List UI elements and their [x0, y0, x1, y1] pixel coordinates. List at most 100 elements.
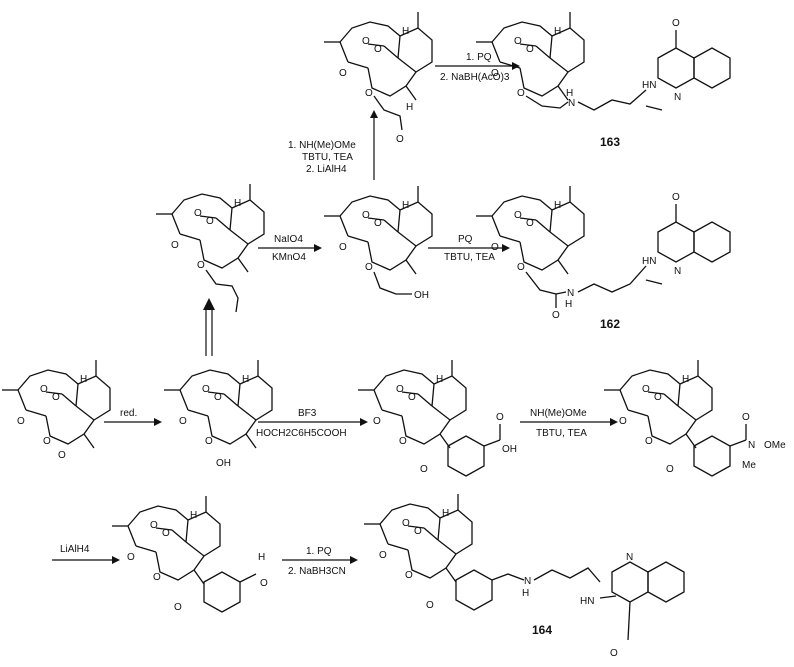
- svg-text:O: O: [174, 602, 182, 613]
- svg-text:O: O: [645, 436, 653, 447]
- svg-text:O: O: [526, 218, 534, 229]
- svg-text:O: O: [127, 552, 135, 563]
- compound-label-163: 163: [600, 135, 620, 149]
- svg-text:H: H: [190, 510, 197, 521]
- aryl-aldehyde: O O O O H O H O: [111, 495, 268, 613]
- svg-text:O: O: [396, 134, 404, 145]
- svg-text:O: O: [339, 68, 347, 79]
- svg-text:O: O: [491, 68, 499, 79]
- reagent-r2-line1: 1. NH(Me)OMe: [288, 140, 356, 151]
- svg-text:H: H: [565, 299, 572, 310]
- svg-text:N: N: [524, 576, 531, 587]
- svg-text:O: O: [619, 416, 627, 427]
- svg-text:H: H: [566, 88, 573, 99]
- svg-text:Me: Me: [742, 460, 756, 471]
- arrow-r6: BF3 HOCH2C6H5COOH: [256, 408, 368, 439]
- svg-text:O: O: [654, 392, 662, 403]
- svg-text:H: H: [554, 26, 561, 37]
- compound-164-structure: O O O O H O N H HN N O: [363, 493, 685, 659]
- svg-text:H: H: [80, 374, 87, 385]
- svg-text:HN: HN: [642, 80, 656, 91]
- svg-text:O: O: [373, 416, 381, 427]
- svg-text:H: H: [258, 552, 265, 563]
- svg-text:H: H: [242, 374, 249, 385]
- svg-text:O: O: [374, 218, 382, 229]
- svg-text:O: O: [672, 18, 680, 29]
- svg-text:O: O: [426, 600, 434, 611]
- svg-text:O: O: [405, 570, 413, 581]
- svg-text:O: O: [552, 310, 560, 321]
- svg-text:O: O: [214, 392, 222, 403]
- svg-text:N: N: [674, 92, 681, 103]
- svg-text:O: O: [194, 208, 202, 219]
- svg-text:OH: OH: [414, 290, 429, 301]
- svg-text:O: O: [491, 242, 499, 253]
- reagent-r2-line3: 2. LiAlH4: [306, 164, 347, 175]
- arrow-r9: 1. PQ 2. NaBH3CN: [282, 546, 358, 577]
- svg-text:H: H: [436, 374, 443, 385]
- svg-text:H: H: [234, 198, 241, 209]
- svg-text:O: O: [58, 450, 66, 461]
- svg-text:O: O: [642, 384, 650, 395]
- svg-text:O: O: [17, 416, 25, 427]
- svg-text:O: O: [365, 262, 373, 273]
- svg-text:N: N: [626, 552, 633, 563]
- arrow-r3: NaIO4 KMnO4: [258, 234, 322, 263]
- svg-text:O: O: [514, 210, 522, 221]
- svg-text:H: H: [522, 588, 529, 599]
- compound-label-164: 164: [532, 623, 552, 637]
- svg-text:O: O: [517, 262, 525, 273]
- svg-text:O: O: [496, 412, 504, 423]
- svg-text:O: O: [202, 384, 210, 395]
- reagent-r9-line2: 2. NaBH3CN: [288, 566, 346, 577]
- svg-text:H: H: [682, 374, 689, 385]
- svg-text:OH: OH: [216, 458, 231, 469]
- reagent-r5: red.: [120, 408, 137, 419]
- svg-text:O: O: [610, 648, 618, 659]
- compound-163-structure: O O O O H N H HN O N: [475, 11, 731, 111]
- svg-text:H: H: [406, 102, 413, 113]
- reagent-r4-line1: PQ: [458, 234, 473, 245]
- svg-text:O: O: [672, 192, 680, 203]
- svg-text:OMe: OMe: [764, 440, 786, 451]
- svg-text:O: O: [153, 572, 161, 583]
- svg-text:N: N: [674, 266, 681, 277]
- alcohol-intermediate: O O O O H OH: [323, 185, 433, 301]
- arrow-r2: 1. NH(Me)OMe TBTU, TEA 2. LiAlH4: [288, 110, 378, 180]
- svg-text:O: O: [365, 88, 373, 99]
- svg-text:O: O: [197, 260, 205, 271]
- svg-text:O: O: [362, 36, 370, 47]
- reagent-r1-line1: 1. PQ: [466, 52, 492, 63]
- reagent-r3-line1: NaIO4: [274, 234, 303, 245]
- reagent-r2-line2: TBTU, TEA: [302, 152, 353, 163]
- svg-text:O: O: [43, 436, 51, 447]
- svg-text:O: O: [742, 412, 750, 423]
- svg-text:O: O: [517, 88, 525, 99]
- svg-text:O: O: [526, 44, 534, 55]
- svg-text:O: O: [171, 240, 179, 251]
- svg-text:O: O: [339, 242, 347, 253]
- svg-text:O: O: [179, 416, 187, 427]
- svg-text:O: O: [52, 392, 60, 403]
- arrow-double-up: [203, 298, 215, 356]
- svg-text:O: O: [399, 436, 407, 447]
- svg-text:O: O: [666, 464, 674, 475]
- dihydroartemisinin: O O O O H OH: [163, 359, 273, 469]
- compound-162-structure: O O O O H O N H HN O N: [475, 185, 731, 321]
- alkene-intermediate: O O O O H: [155, 183, 265, 313]
- svg-text:O: O: [40, 384, 48, 395]
- svg-text:O: O: [206, 216, 214, 227]
- svg-text:O: O: [420, 464, 428, 475]
- svg-text:O: O: [150, 520, 158, 531]
- svg-text:HN: HN: [580, 596, 594, 607]
- aldehyde-intermediate: O O O O H O H: [323, 11, 433, 145]
- svg-text:N: N: [567, 288, 574, 299]
- arrow-r4: PQ TBTU, TEA: [428, 234, 510, 263]
- svg-text:O: O: [396, 384, 404, 395]
- svg-text:O: O: [205, 436, 213, 447]
- arrow-r8: LiAlH4: [52, 544, 120, 564]
- svg-text:OH: OH: [502, 444, 517, 455]
- svg-text:O: O: [362, 210, 370, 221]
- arrow-r7: NH(Me)OMe TBTU, TEA: [520, 408, 618, 439]
